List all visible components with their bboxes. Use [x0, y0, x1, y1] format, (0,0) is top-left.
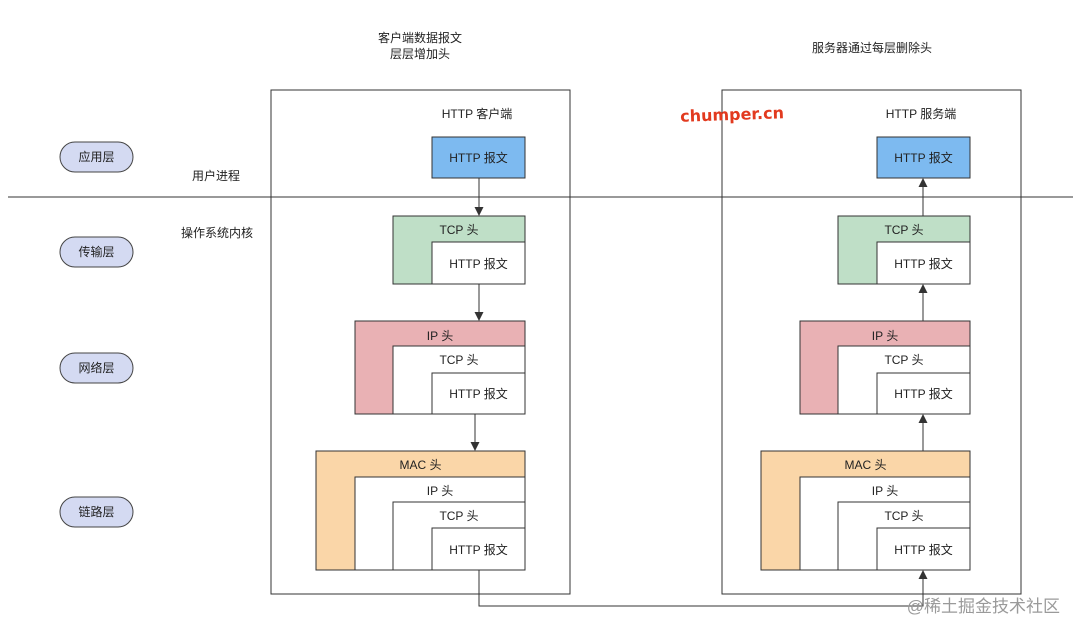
zone-user-process: 用户进程 [192, 168, 240, 183]
client-network-tcp-label: TCP 头 [439, 353, 478, 367]
client-network-http-label: HTTP 报文 [449, 386, 507, 401]
server-app-packet: HTTP 报文 [876, 136, 971, 179]
client-link-http-box [431, 527, 526, 571]
server-link-tcp-label: TCP 头 [884, 509, 923, 523]
client-title: HTTP 客户端 [442, 106, 512, 121]
server-link-ip-label: IP 头 [872, 484, 898, 498]
client-link-packet: MAC 头 IP 头 TCP 头 HTTP 报文 [315, 450, 526, 571]
chumper-watermark: chumper.cn [680, 103, 784, 126]
client-transport-tcp-label: TCP 头 [439, 223, 478, 237]
server-network-http-label: HTTP 报文 [894, 386, 952, 401]
server-link-http-label: HTTP 报文 [894, 542, 952, 557]
client-network-http-box [431, 372, 526, 415]
client-app-packet: HTTP 报文 [431, 136, 526, 179]
client-network-ip-label: IP 头 [427, 329, 453, 343]
layer-app-pill [59, 141, 134, 173]
server-transport-tcp-label: TCP 头 [884, 223, 923, 237]
layer-link-pill [59, 496, 134, 528]
layer-transport-label: 传输层 [78, 244, 114, 259]
client-transport-packet: TCP 头 HTTP 报文 [392, 215, 526, 285]
server-link-packet: MAC 头 IP 头 TCP 头 HTTP 报文 [760, 450, 971, 571]
client-app-http-box [431, 136, 526, 179]
client-stack: HTTP 客户端 HTTP 报文 TCP 头 HTTP 报文 IP 头 TCP … [270, 89, 571, 595]
footer-credit: @稀土掘金技术社区 [907, 597, 1060, 616]
server-link-http-box [876, 527, 971, 571]
client-transport-http-label: HTTP 报文 [449, 256, 507, 271]
server-transport-http-box [876, 241, 971, 285]
server-network-tcp-label: TCP 头 [884, 353, 923, 367]
layer-network-label: 网络层 [78, 360, 114, 375]
layer-link: 链路层 [59, 496, 134, 528]
client-link-ip-label: IP 头 [427, 484, 453, 498]
layer-app-label: 应用层 [78, 149, 114, 164]
server-transport-packet: TCP 头 HTTP 报文 [837, 215, 971, 285]
layer-network-pill [59, 352, 134, 384]
server-link-mac-label: MAC 头 [844, 458, 886, 472]
layer-transport: 传输层 [59, 236, 134, 268]
layer-network: 网络层 [59, 352, 134, 384]
layer-link-label: 链路层 [78, 504, 114, 519]
server-transport-http-label: HTTP 报文 [894, 256, 952, 271]
server-network-packet: IP 头 TCP 头 HTTP 报文 [799, 320, 971, 415]
server-stack: HTTP 服务端 HTTP 报文 TCP 头 HTTP 报文 IP 头 TCP … [721, 89, 1022, 595]
client-network-packet: IP 头 TCP 头 HTTP 报文 [354, 320, 526, 415]
zone-kernel: 操作系统内核 [181, 225, 253, 240]
server-caption: 服务器通过每层删除头 [812, 40, 932, 55]
server-app-http-box [876, 136, 971, 179]
client-frame [270, 89, 571, 595]
server-frame [721, 89, 1022, 595]
client-app-http-label: HTTP 报文 [449, 150, 507, 165]
server-network-ip-label: IP 头 [872, 329, 898, 343]
server-app-http-label: HTTP 报文 [894, 150, 952, 165]
layer-transport-pill [59, 236, 134, 268]
client-link-mac-label: MAC 头 [399, 458, 441, 472]
client-caption-line1: 客户端数据报文 [378, 30, 462, 45]
server-title: HTTP 服务端 [886, 106, 956, 121]
client-transport-http-box [431, 241, 526, 285]
server-network-http-box [876, 372, 971, 415]
layer-app: 应用层 [59, 141, 134, 173]
client-link-tcp-label: TCP 头 [439, 509, 478, 523]
client-link-http-label: HTTP 报文 [449, 542, 507, 557]
client-to-server-connector [478, 570, 928, 607]
client-caption-line2: 层层增加头 [390, 47, 450, 61]
